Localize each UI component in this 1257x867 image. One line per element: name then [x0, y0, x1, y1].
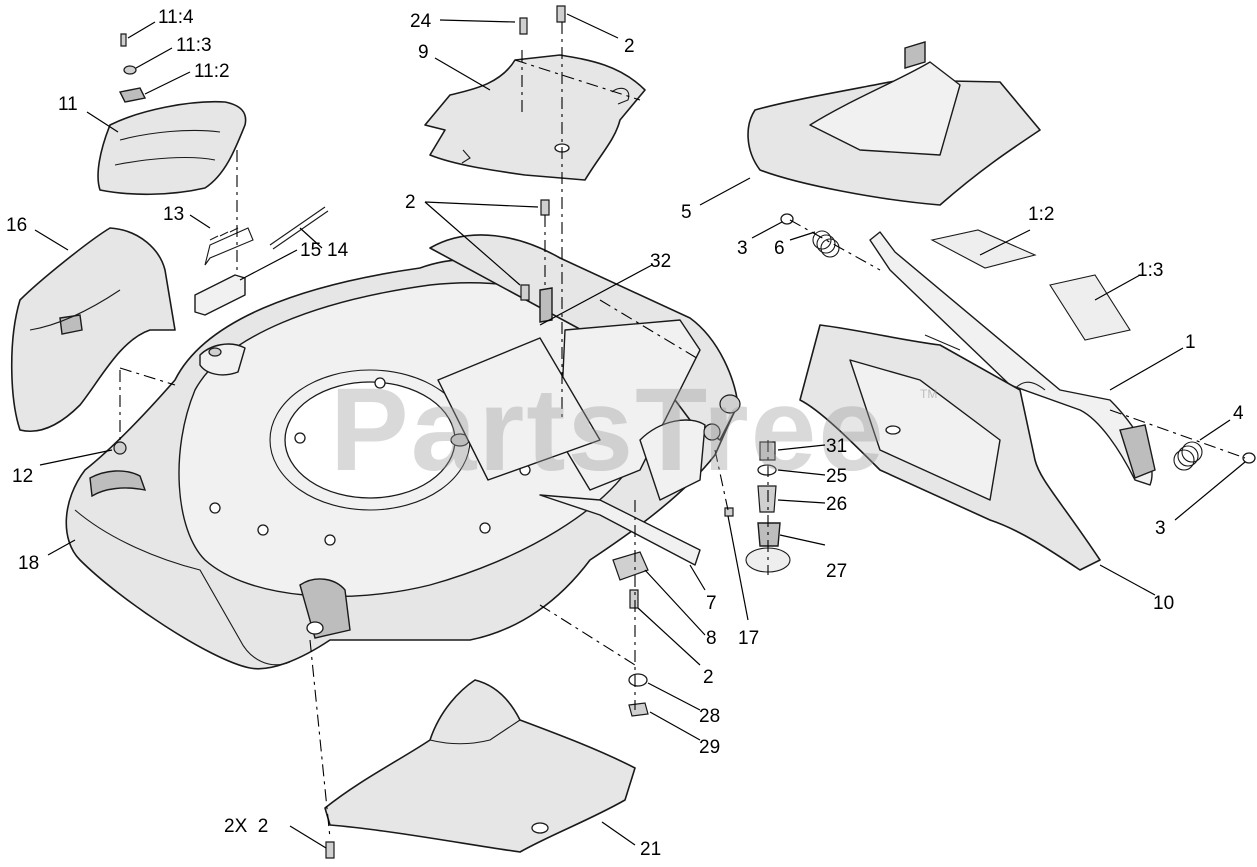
- callout-12: 12: [12, 466, 33, 487]
- callout-1-2: 1:2: [1028, 204, 1054, 225]
- callout-26: 26: [826, 494, 847, 515]
- washer-3-right[interactable]: [1242, 452, 1256, 464]
- spring-and-bracket[interactable]: [194, 206, 329, 316]
- label-1-2: [930, 229, 1037, 269]
- callout-21: 21: [640, 839, 661, 860]
- height-adjuster[interactable]: [745, 441, 791, 573]
- callout-14: 14: [327, 240, 349, 261]
- callout-1: 1: [1185, 332, 1196, 353]
- watermark-trademark: TM: [920, 387, 937, 401]
- watermark-text: PartsTree: [330, 364, 886, 496]
- spring-left[interactable]: [812, 230, 840, 258]
- bagger-base[interactable]: [799, 324, 1101, 571]
- callout-11-2: 11:2: [194, 61, 230, 82]
- nut-29[interactable]: [628, 702, 649, 717]
- callout-13: 13: [163, 204, 184, 225]
- callout-3-right: 3: [1155, 518, 1166, 539]
- top-shield[interactable]: [424, 54, 646, 181]
- callout-1-3: 1:3: [1137, 260, 1163, 281]
- bolt-2-top[interactable]: [556, 5, 566, 23]
- washer-28[interactable]: [628, 673, 648, 687]
- callout-4: 4: [1233, 403, 1244, 424]
- callout-17: 17: [738, 628, 759, 649]
- callout-2-mid: 2: [405, 192, 416, 213]
- washer-3-left[interactable]: [780, 213, 794, 225]
- nut-12[interactable]: [113, 441, 127, 455]
- callout-3-left: 3: [737, 238, 748, 259]
- callout-32: 32: [650, 251, 671, 272]
- callout-10: 10: [1153, 593, 1174, 614]
- callout-27: 27: [826, 561, 847, 582]
- mulch-plug[interactable]: [324, 679, 636, 859]
- handle-assembly[interactable]: [869, 231, 1156, 486]
- callout-24: 24: [410, 11, 432, 32]
- callout-6: 6: [774, 238, 785, 259]
- callout-5: 5: [681, 202, 692, 223]
- callout-labels: 11:4 11:3 11:2 11 13 14 15 16 12 18 24 2…: [6, 7, 1244, 860]
- callout-9: 9: [418, 42, 429, 63]
- rear-door-shield[interactable]: [97, 33, 247, 196]
- callout-2-top: 2: [624, 36, 635, 57]
- callout-29: 29: [699, 737, 720, 758]
- callout-15: 15: [300, 240, 321, 261]
- callout-31: 31: [826, 436, 847, 457]
- callout-8: 8: [706, 628, 717, 649]
- bolt-2-mid-a[interactable]: [540, 199, 550, 216]
- bolt-2-mid-b[interactable]: [520, 284, 530, 301]
- alignment-lines: [119, 22, 1246, 839]
- label-1-3: [1049, 274, 1131, 341]
- callout-16: 16: [6, 215, 27, 236]
- callout-28: 28: [699, 706, 720, 727]
- callout-2x2: 2X 2: [224, 816, 268, 837]
- callout-11: 11: [58, 94, 78, 115]
- callout-7: 7: [706, 593, 717, 614]
- callout-11-4: 11:4: [158, 7, 194, 28]
- side-cover[interactable]: [10, 227, 176, 432]
- bolt-24[interactable]: [519, 17, 528, 35]
- callout-18: 18: [18, 553, 39, 574]
- callout-2-low: 2: [703, 667, 714, 688]
- callout-11-3: 11:3: [176, 35, 212, 56]
- lower-baffle[interactable]: [539, 494, 734, 609]
- grass-chute[interactable]: [747, 41, 1041, 206]
- spring-right[interactable]: [1173, 441, 1203, 471]
- rear-baffle[interactable]: [429, 234, 741, 501]
- callout-25: 25: [826, 466, 847, 487]
- leader-lines: [34, 13, 1246, 849]
